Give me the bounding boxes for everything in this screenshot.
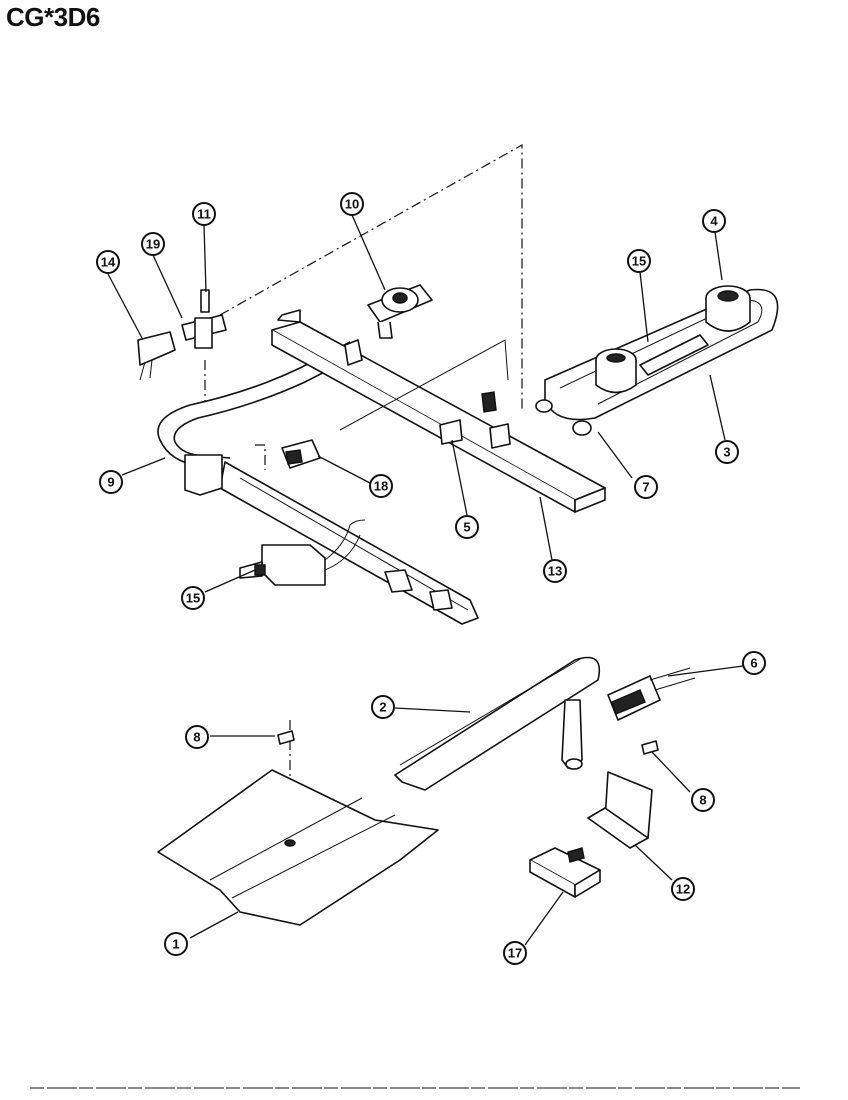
callout-4: 4 xyxy=(702,209,726,233)
svg-text:15: 15 xyxy=(632,254,646,269)
svg-text:6: 6 xyxy=(750,656,757,671)
lower-burner-bracket xyxy=(394,656,600,791)
svg-text:8: 8 xyxy=(193,730,200,745)
callout-14: 14 xyxy=(96,250,120,274)
callout-19: 19 xyxy=(141,232,165,256)
svg-text:3: 3 xyxy=(723,445,730,460)
model-number-title: CG*3D6 xyxy=(6,2,100,32)
callout-17: 17 xyxy=(503,941,527,965)
svg-text:10: 10 xyxy=(345,197,359,212)
orifice-bracket xyxy=(137,289,227,496)
callout-10: 10 xyxy=(340,192,364,216)
ignition-connector xyxy=(607,667,696,721)
callout-2: 2 xyxy=(371,695,395,719)
svg-text:13: 13 xyxy=(548,564,562,579)
burner-support-bracket xyxy=(271,309,606,513)
callout-16: 15 xyxy=(627,249,651,273)
callout-12: 12 xyxy=(671,877,695,901)
svg-text:2: 2 xyxy=(379,700,386,715)
callout-8-lower: 8 xyxy=(691,788,715,812)
svg-text:18: 18 xyxy=(374,479,388,494)
manifold-pipe xyxy=(157,341,479,625)
svg-text:8: 8 xyxy=(699,793,706,808)
callout-1: 1 xyxy=(164,932,188,956)
mounting-bracket-12 xyxy=(587,771,653,849)
svg-text:14: 14 xyxy=(101,255,116,270)
clip-upper xyxy=(277,730,295,745)
svg-text:11: 11 xyxy=(197,207,211,222)
callout-11: 11 xyxy=(192,202,216,226)
clip-lower xyxy=(641,740,659,755)
callout-6: 6 xyxy=(742,651,766,675)
burner-assembly xyxy=(535,285,779,436)
callout-5: 5 xyxy=(455,515,479,539)
svg-text:17: 17 xyxy=(508,946,522,961)
valve-18 xyxy=(281,439,321,469)
svg-text:5: 5 xyxy=(463,520,470,535)
svg-text:4: 4 xyxy=(710,214,718,229)
switch-17 xyxy=(529,847,601,898)
cover-plate xyxy=(157,769,439,926)
callout-7: 7 xyxy=(634,475,658,499)
regulator-10 xyxy=(367,284,433,339)
callout-13: 13 xyxy=(543,559,567,583)
callout-15: 151415 xyxy=(181,586,205,610)
svg-text:19: 19 xyxy=(146,237,160,252)
callout-18: 18 xyxy=(369,474,393,498)
svg-text:12: 12 xyxy=(676,882,690,897)
callout-3: 3 xyxy=(715,440,739,464)
leader-lines xyxy=(107,214,744,946)
svg-text:1: 1 xyxy=(172,937,179,952)
svg-text:15: 15 xyxy=(186,591,200,606)
svg-text:7: 7 xyxy=(642,480,649,495)
callout-8-upper: 8 xyxy=(185,725,209,749)
callout-9: 109 xyxy=(99,470,123,494)
svg-text:9: 9 xyxy=(107,475,114,490)
